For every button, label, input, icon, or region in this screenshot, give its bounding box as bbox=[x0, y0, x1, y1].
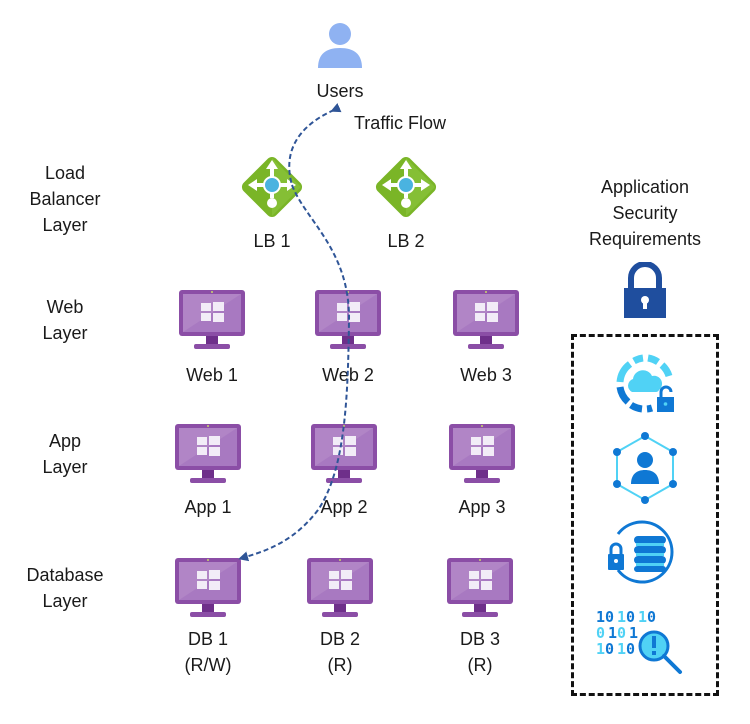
svg-text:1: 1 bbox=[629, 624, 638, 642]
app-server-label: App 1 bbox=[148, 494, 268, 520]
layer-label-line: Balancer bbox=[29, 189, 101, 209]
app-server-label: App 2 bbox=[284, 494, 404, 520]
layer-label-database: Database Layer bbox=[0, 562, 130, 614]
identity-network-icon bbox=[613, 432, 677, 504]
db-server-name: DB 3 bbox=[459, 629, 501, 649]
load-balancer-label: LB 1 bbox=[212, 228, 332, 254]
web-server-name: Web 1 bbox=[186, 365, 238, 385]
svg-text:0: 0 bbox=[626, 640, 635, 658]
svg-text:0: 0 bbox=[605, 608, 614, 626]
cloud-security-icon bbox=[616, 354, 674, 413]
db-server-access-mode: (R) bbox=[467, 655, 493, 675]
web-server-node bbox=[177, 288, 267, 368]
svg-text:1: 1 bbox=[608, 624, 617, 642]
db-server-access-mode: (R) bbox=[327, 655, 353, 675]
app-server-name: App 1 bbox=[184, 497, 232, 517]
web-server-node bbox=[451, 288, 541, 368]
user-icon bbox=[318, 23, 362, 68]
security-title-line: Requirements bbox=[588, 229, 702, 249]
web-server-name: Web 2 bbox=[322, 365, 374, 385]
users-label: Users bbox=[316, 81, 364, 101]
web-server-name: Web 3 bbox=[460, 365, 512, 385]
load-balancer-node bbox=[371, 152, 461, 232]
database-encryption-icon bbox=[608, 520, 674, 584]
app-server-name: App 3 bbox=[458, 497, 506, 517]
security-title-line: Security bbox=[612, 203, 678, 223]
svg-text:0: 0 bbox=[617, 624, 626, 642]
db-server-label: DB 2 (R) bbox=[280, 626, 400, 678]
db-server-name: DB 2 bbox=[319, 629, 361, 649]
layer-label-load-balancer: Load Balancer Layer bbox=[0, 160, 130, 238]
layer-label-line: Load bbox=[44, 163, 86, 183]
binary-row: 1 bbox=[596, 608, 605, 626]
db-server-node bbox=[305, 556, 395, 636]
db-server-node bbox=[445, 556, 535, 636]
app-server-node bbox=[309, 422, 399, 502]
svg-text:0: 0 bbox=[647, 608, 656, 626]
web-server-label: Web 2 bbox=[288, 362, 408, 388]
layer-label-app: App Layer bbox=[0, 428, 130, 480]
app-server-name: App 2 bbox=[320, 497, 368, 517]
db-server-name: DB 1 bbox=[187, 629, 229, 649]
layer-label-line: Web bbox=[46, 297, 84, 317]
app-server-label: App 3 bbox=[422, 494, 542, 520]
svg-text:1: 1 bbox=[596, 640, 605, 658]
svg-text:1: 1 bbox=[638, 608, 647, 626]
layer-label-line: App bbox=[48, 431, 82, 451]
load-balancer-name: LB 1 bbox=[253, 231, 291, 251]
security-title-line: Application bbox=[600, 177, 690, 197]
load-balancer-node bbox=[237, 152, 327, 232]
security-requirements-box bbox=[571, 334, 719, 696]
layer-label-line: Layer bbox=[42, 323, 88, 343]
layer-label-line: Layer bbox=[42, 591, 88, 611]
db-server-label: DB 1 (R/W) bbox=[148, 626, 268, 678]
svg-text:1: 1 bbox=[617, 608, 626, 626]
svg-text:0: 0 bbox=[605, 640, 614, 658]
padlock-icon bbox=[624, 262, 666, 318]
web-server-label: Web 1 bbox=[152, 362, 272, 388]
app-server-node bbox=[447, 422, 537, 502]
layer-label-line: Database bbox=[26, 565, 104, 585]
web-server-label: Web 3 bbox=[426, 362, 546, 388]
load-balancer-label: LB 2 bbox=[346, 228, 466, 254]
db-server-node bbox=[173, 556, 263, 636]
security-title: Application Security Requirements bbox=[580, 174, 710, 252]
svg-text:0: 0 bbox=[596, 624, 605, 642]
svg-text:1: 1 bbox=[617, 640, 626, 658]
db-server-access-mode: (R/W) bbox=[184, 655, 232, 675]
app-server-node bbox=[173, 422, 263, 502]
layer-label-web: Web Layer bbox=[0, 294, 130, 346]
web-server-node bbox=[313, 288, 403, 368]
traffic-flow-label: Traffic Flow bbox=[353, 113, 446, 133]
db-server-label: DB 3 (R) bbox=[420, 626, 540, 678]
load-balancer-name: LB 2 bbox=[387, 231, 425, 251]
layer-label-line: Layer bbox=[42, 215, 88, 235]
svg-text:0: 0 bbox=[626, 608, 635, 626]
layer-label-line: Layer bbox=[42, 457, 88, 477]
